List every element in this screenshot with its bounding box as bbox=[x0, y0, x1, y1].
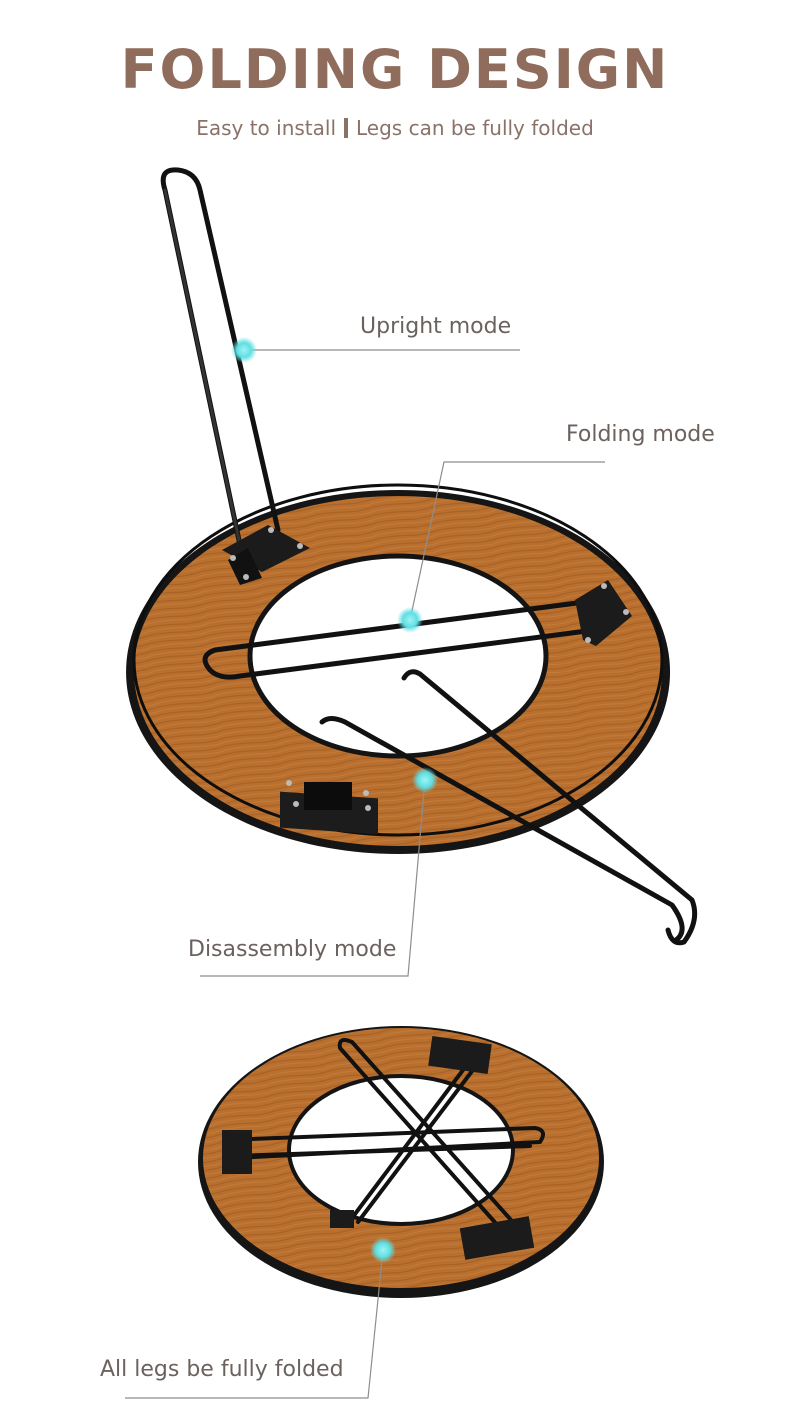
bracket-upright bbox=[222, 525, 310, 585]
page-title: FOLDING DESIGN bbox=[120, 38, 670, 101]
page-subtitle: Easy to install Legs can be fully folded bbox=[0, 116, 790, 140]
subtitle-left: Easy to install bbox=[196, 116, 337, 140]
leg-folding bbox=[202, 597, 613, 680]
callout-folded-label: All legs be fully folded bbox=[100, 1357, 344, 1382]
brackets-folded bbox=[222, 1035, 535, 1260]
callout-disassembly-label: Disassembly mode bbox=[188, 937, 397, 962]
subtitle-separator bbox=[344, 118, 349, 138]
callout-lines bbox=[125, 349, 605, 1399]
leg-upright bbox=[160, 167, 281, 548]
callout-folding-label: Folding mode bbox=[566, 422, 715, 447]
leg-detached bbox=[319, 669, 698, 946]
bracket-detached bbox=[280, 780, 378, 835]
callout-upright-label: Upright mode bbox=[360, 314, 512, 339]
subtitle-right: Legs can be fully folded bbox=[356, 116, 594, 140]
callout-dot-icon bbox=[231, 337, 438, 1263]
bracket-folding bbox=[575, 580, 632, 646]
table-top-large bbox=[126, 483, 671, 855]
